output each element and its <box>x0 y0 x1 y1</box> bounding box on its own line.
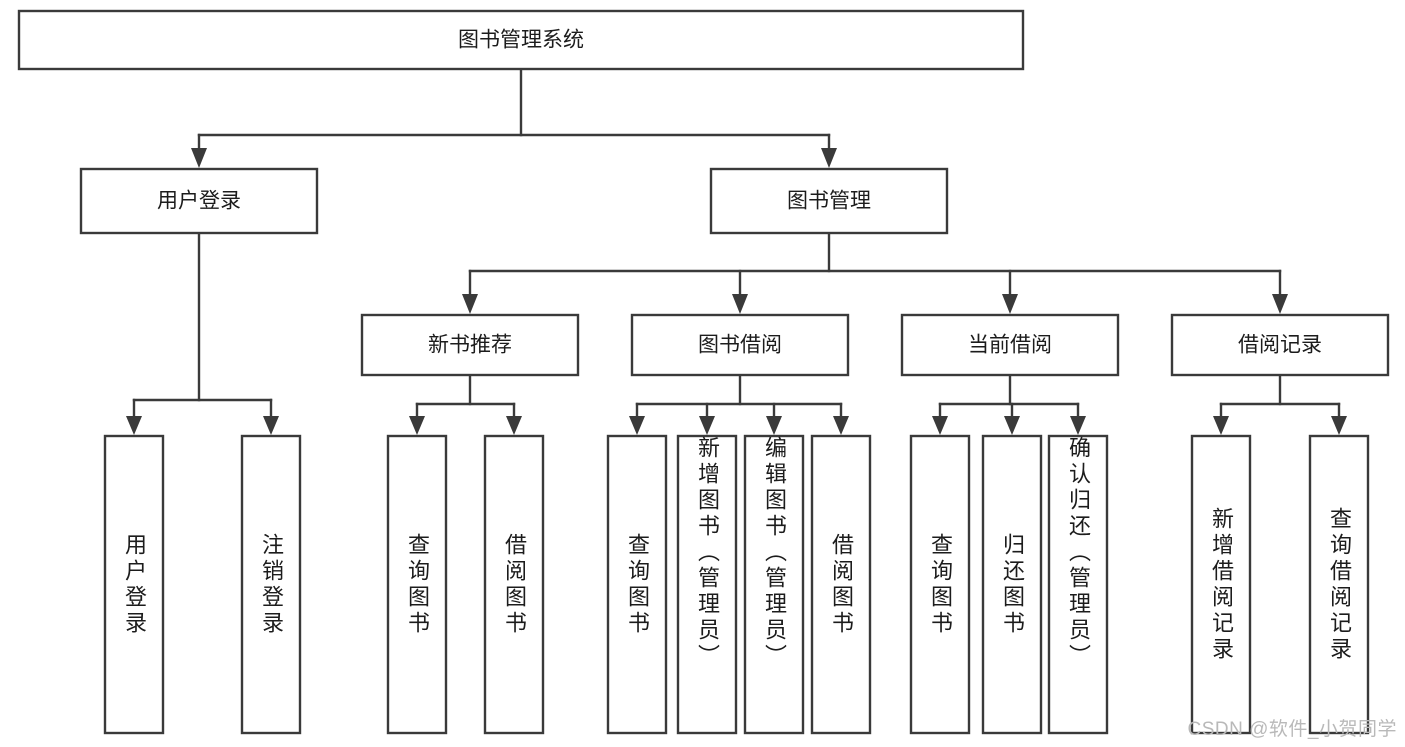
node-new-book-recommend-label: 新书推荐 <box>428 334 512 357</box>
node-borrow-record[interactable]: 借阅记录 <box>1170 313 1390 377</box>
arrow-head-icon <box>932 416 948 435</box>
node-borrow-record-rect <box>1170 313 1390 377</box>
node-book-management-label: 图书管理 <box>787 190 871 213</box>
leaf-rect-add-record[interactable] <box>1190 434 1252 735</box>
leaf-rect-edit-book[interactable] <box>743 434 805 735</box>
node-book-borrow-label: 图书借阅 <box>698 334 782 357</box>
leaf-rect-add-book[interactable] <box>676 434 738 735</box>
arrow-head-icon <box>126 416 142 435</box>
node-book-borrow-rect <box>630 313 850 377</box>
node-user-login-rect <box>79 167 319 235</box>
node-root-label: 图书管理系统 <box>458 29 584 52</box>
arrow-head-icon <box>732 294 748 314</box>
leaf-rect-user-login[interactable] <box>103 434 165 735</box>
arrow-head-icon <box>462 294 478 314</box>
arrow-head-icon <box>766 416 782 435</box>
arrow-head-icon <box>191 148 207 168</box>
node-borrow-record-label: 借阅记录 <box>1238 334 1322 357</box>
arrow-head-icon <box>506 416 522 435</box>
arrow-head-icon <box>821 148 837 168</box>
arrow-head-icon <box>1004 416 1020 435</box>
node-new-book-recommend[interactable]: 新书推荐 <box>360 313 580 377</box>
arrow-head-icon <box>1213 416 1229 435</box>
arrow-head-icon <box>409 416 425 435</box>
leaf-rect-borrow-book-2[interactable] <box>810 434 872 735</box>
arrow-head-icon <box>263 416 279 435</box>
leaf-rect-query-book-1[interactable] <box>386 434 448 735</box>
node-book-borrow[interactable]: 图书借阅 <box>630 313 850 377</box>
csdn-watermark: CSDN @软件_小贺同学 <box>1187 719 1397 740</box>
leaf-rect-query-book-2[interactable] <box>606 434 668 735</box>
node-user-login[interactable]: 用户登录 <box>79 167 319 235</box>
node-new-book-recommend-rect <box>360 313 580 377</box>
arrow-head-icon <box>1331 416 1347 435</box>
leaf-rect-borrow-book-1[interactable] <box>483 434 545 735</box>
node-book-management[interactable]: 图书管理 <box>709 167 949 235</box>
node-root-system[interactable]: 图书管理系统 <box>17 9 1025 71</box>
arrow-head-icon <box>629 416 645 435</box>
connector-layer <box>126 67 1347 435</box>
arrow-head-icon <box>699 416 715 435</box>
arrow-head-icon <box>1272 294 1288 314</box>
node-current-borrow-rect <box>900 313 1120 377</box>
arrow-head-icon <box>833 416 849 435</box>
leaf-rect-layer <box>103 434 1370 735</box>
arrow-head-icon <box>1070 416 1086 435</box>
node-current-borrow[interactable]: 当前借阅 <box>900 313 1120 377</box>
node-current-borrow-label: 当前借阅 <box>968 334 1052 357</box>
leaf-rect-confirm-return[interactable] <box>1047 434 1109 735</box>
leaf-rect-return-book[interactable] <box>981 434 1043 735</box>
leaf-rect-query-record[interactable] <box>1308 434 1370 735</box>
node-user-login-label: 用户登录 <box>157 190 241 213</box>
leaf-rect-logout[interactable] <box>240 434 302 735</box>
node-root-rect <box>17 9 1025 71</box>
node-book-management-rect <box>709 167 949 235</box>
arrow-head-icon <box>1002 294 1018 314</box>
leaf-rect-query-book-3[interactable] <box>909 434 971 735</box>
